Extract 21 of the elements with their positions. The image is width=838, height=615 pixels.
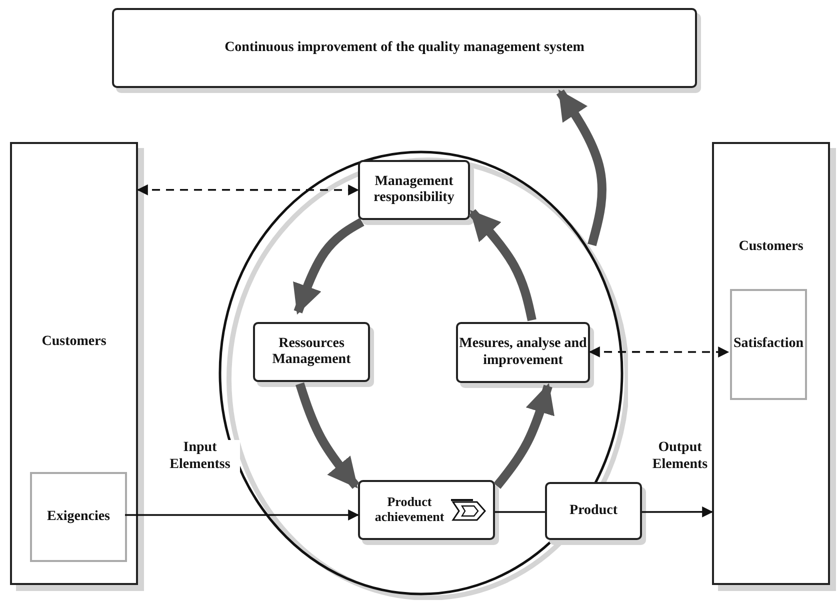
block-arrow xyxy=(468,209,536,322)
node-label: Ressources Management xyxy=(271,336,352,368)
node-label: Management responsibility xyxy=(372,174,456,206)
connector-arrow xyxy=(125,509,360,520)
node-label: Product achievement xyxy=(374,495,446,525)
node-label: Continuous improvement of the quality management system xyxy=(224,40,584,56)
block-arrow xyxy=(296,382,360,489)
connector-arrow xyxy=(588,346,730,358)
block-arrow xyxy=(293,218,364,315)
block-arrow xyxy=(494,383,554,489)
node-label: Satisfaction xyxy=(734,336,804,353)
result-box xyxy=(730,289,807,400)
connector-arrow xyxy=(136,184,360,196)
requirement-box xyxy=(30,472,127,562)
node-label: Customers xyxy=(40,334,108,350)
connector-arrow xyxy=(642,506,714,518)
block-arrow xyxy=(556,90,606,246)
node-label: Mesures, analyse and improvement xyxy=(458,336,588,369)
node-label: Customers xyxy=(738,239,804,256)
node-label: Exigencies xyxy=(47,508,110,526)
node-label: Product xyxy=(570,502,618,520)
